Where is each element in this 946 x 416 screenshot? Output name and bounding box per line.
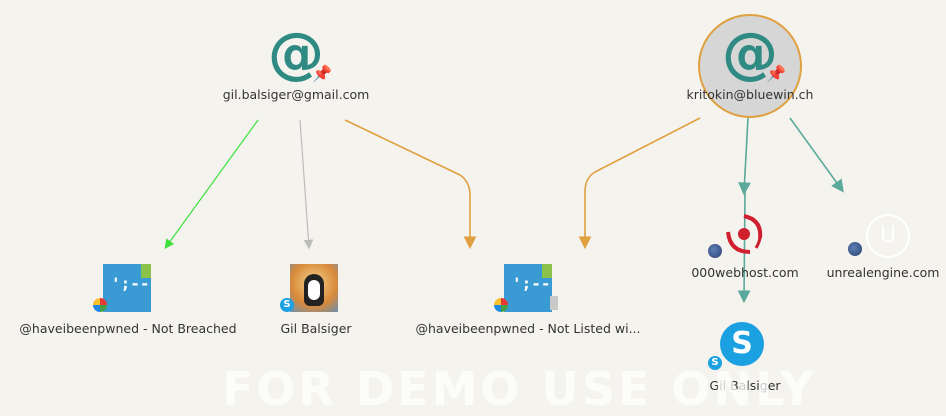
node-webhost[interactable]: 000webhost.com xyxy=(691,208,799,288)
at-sign-icon: @ xyxy=(722,21,778,86)
node-email-bluewin[interactable]: @ 📌 kritokin@bluewin.ch xyxy=(687,21,814,112)
webhost-logo-icon xyxy=(722,212,766,256)
node-label: kritokin@bluewin.ch xyxy=(686,87,814,102)
node-label: Gil Balsiger xyxy=(280,321,352,336)
edge-bluewin-hibp-notlisted xyxy=(578,117,701,250)
node-label: @haveibeenpwned - Not Breached xyxy=(19,321,237,336)
graph-canvas xyxy=(164,14,844,304)
transform-badge-icon xyxy=(93,298,107,312)
edge-bluewin-skype xyxy=(737,191,751,304)
skype-logo-icon: S xyxy=(720,322,764,366)
node-label: 000webhost.com xyxy=(691,265,799,280)
transform-badge-icon xyxy=(494,298,508,312)
watermark: FOR DEMO USE ONLY xyxy=(222,362,817,416)
node-label: gil.balsiger@gmail.com xyxy=(222,87,370,102)
at-sign-icon: @ xyxy=(268,21,324,86)
avatar xyxy=(290,264,338,312)
edge-gmail-skype xyxy=(299,119,314,250)
node-hibp-not-breached[interactable]: ';-- @haveibeenpwned - Not Breached xyxy=(19,262,250,342)
skype-icon: S xyxy=(708,356,722,370)
edge-bluewin-webhost xyxy=(738,117,751,196)
globe-icon xyxy=(848,242,862,256)
edge-gmail-hibp xyxy=(164,119,259,249)
edge-bluewin-unreal xyxy=(789,117,844,193)
pin-icon: 📌 xyxy=(766,64,786,83)
globe-icon xyxy=(708,244,722,258)
node-hibp-not-listed[interactable]: ';-- @haveibeenpwned - Not Listed wi... xyxy=(416,262,650,342)
haveibeenpwned-icon: ';-- xyxy=(504,264,552,312)
edge-gmail-hibp-notlisted xyxy=(344,119,477,250)
node-skype-bluewin[interactable]: S S Gil Balsiger xyxy=(700,318,790,398)
link-icon xyxy=(550,296,558,310)
node-email-gmail[interactable]: @ 📌 gil.balsiger@gmail.com xyxy=(223,21,370,112)
selected-node-ring xyxy=(698,14,802,118)
node-label: Gil Balsiger xyxy=(709,378,781,393)
haveibeenpwned-icon: ';-- xyxy=(103,264,151,312)
node-label: @haveibeenpwned - Not Listed wi... xyxy=(415,321,641,336)
unreal-logo-icon: U xyxy=(866,214,910,258)
node-label: unrealengine.com xyxy=(826,265,940,280)
pin-icon: 📌 xyxy=(312,64,332,83)
node-unrealengine[interactable]: U unrealengine.com xyxy=(826,208,946,288)
skype-icon: S xyxy=(280,298,294,312)
node-skype-avatar[interactable]: S Gil Balsiger xyxy=(278,262,358,342)
